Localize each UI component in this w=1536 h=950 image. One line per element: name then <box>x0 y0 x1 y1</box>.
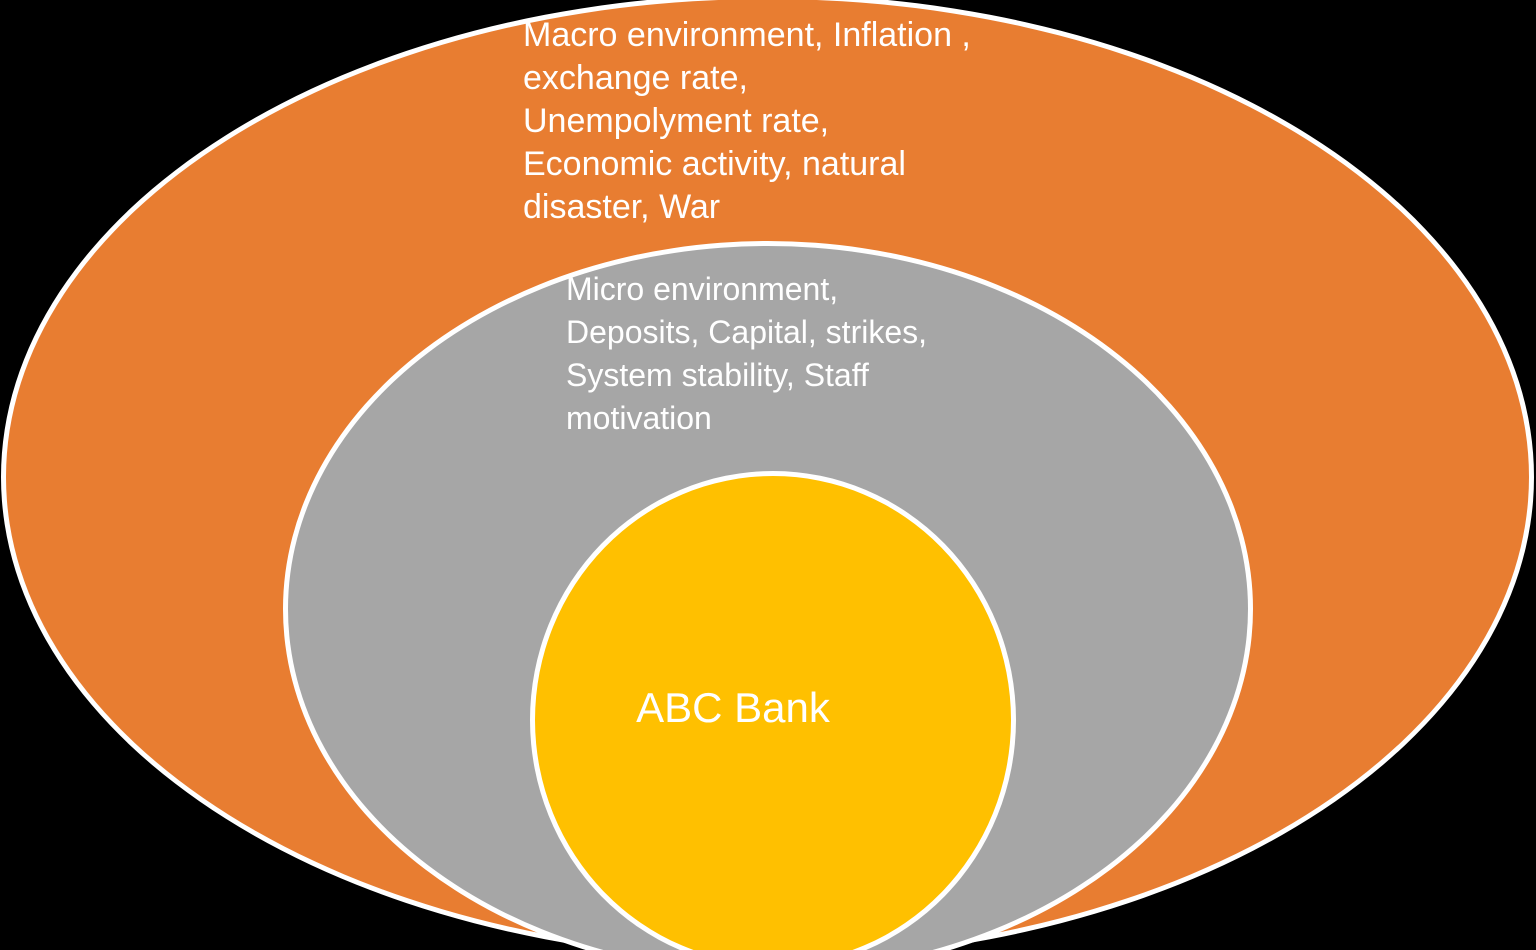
abc-bank-circle <box>530 471 1016 950</box>
macro-environment-label: Macro environment, Inflation , exchange … <box>523 16 971 226</box>
abc-bank-label: ABC Bank <box>636 684 830 731</box>
micro-environment-label: Micro environment, Deposits, Capital, st… <box>566 271 928 436</box>
